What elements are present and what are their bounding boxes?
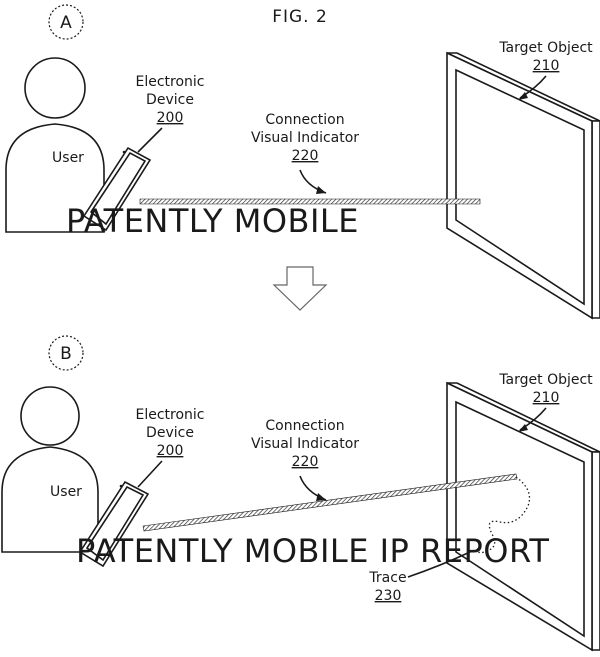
indicator-label-line2: Visual Indicator: [251, 436, 359, 452]
user-label: User: [50, 484, 82, 500]
watermark: PATENTLY MOBILE IP REPORT: [76, 532, 549, 570]
figure-title: FIG. 2: [272, 7, 328, 27]
indicator-arrow: [299, 475, 327, 501]
transition-arrow: [272, 266, 328, 311]
indicator-ref: 220: [292, 148, 319, 164]
target-arrowhead: [518, 424, 528, 432]
indicator-ref: 220: [292, 454, 319, 470]
panel-letter-circle: [48, 335, 84, 371]
device-leader-line: [137, 127, 163, 153]
connection-visual-indicator: [139, 198, 481, 205]
target-ref: 210: [533, 58, 560, 74]
device-label-line1: Electronic: [135, 407, 204, 423]
trace-label: Trace: [368, 570, 406, 586]
target-object: [446, 51, 600, 320]
device-ref: 200: [157, 443, 184, 459]
trace-ref: 230: [375, 588, 402, 604]
indicator-label-line1: Connection: [265, 418, 344, 434]
device-label-line1: Electronic: [135, 74, 204, 90]
panel-letter-circle: [48, 4, 84, 40]
device-leader-line: [137, 460, 163, 488]
panel-b: B User Electronic Device 200 Connection …: [1, 335, 600, 652]
device-label-line2: Device: [146, 425, 194, 441]
panel-a: A User Electronic Device 200 Connection …: [5, 4, 600, 320]
trace-leader-line: [407, 551, 471, 578]
electronic-device: [78, 480, 150, 568]
target-object: [446, 381, 600, 652]
panel-letter: B: [60, 344, 72, 364]
user-figure: [1, 386, 99, 553]
device-ref: 200: [157, 110, 184, 126]
indicator-arrowhead: [316, 186, 326, 194]
user-label: User: [52, 150, 84, 166]
electronic-device: [82, 146, 152, 232]
device-label-line2: Device: [146, 92, 194, 108]
indicator-label-line1: Connection: [265, 112, 344, 128]
watermark: PATENTLY MOBILE: [66, 202, 359, 240]
target-arrowhead: [518, 92, 528, 100]
target-label: Target Object: [498, 372, 593, 388]
trace-path: [476, 476, 531, 554]
target-ref: 210: [533, 390, 560, 406]
indicator-arrowhead: [316, 493, 326, 501]
user-figure: [5, 57, 105, 233]
target-label: Target Object: [498, 40, 593, 56]
indicator-label-line2: Visual Indicator: [251, 130, 359, 146]
indicator-arrow: [299, 169, 327, 194]
connection-visual-indicator: [142, 473, 518, 532]
panel-letter: A: [60, 13, 72, 33]
